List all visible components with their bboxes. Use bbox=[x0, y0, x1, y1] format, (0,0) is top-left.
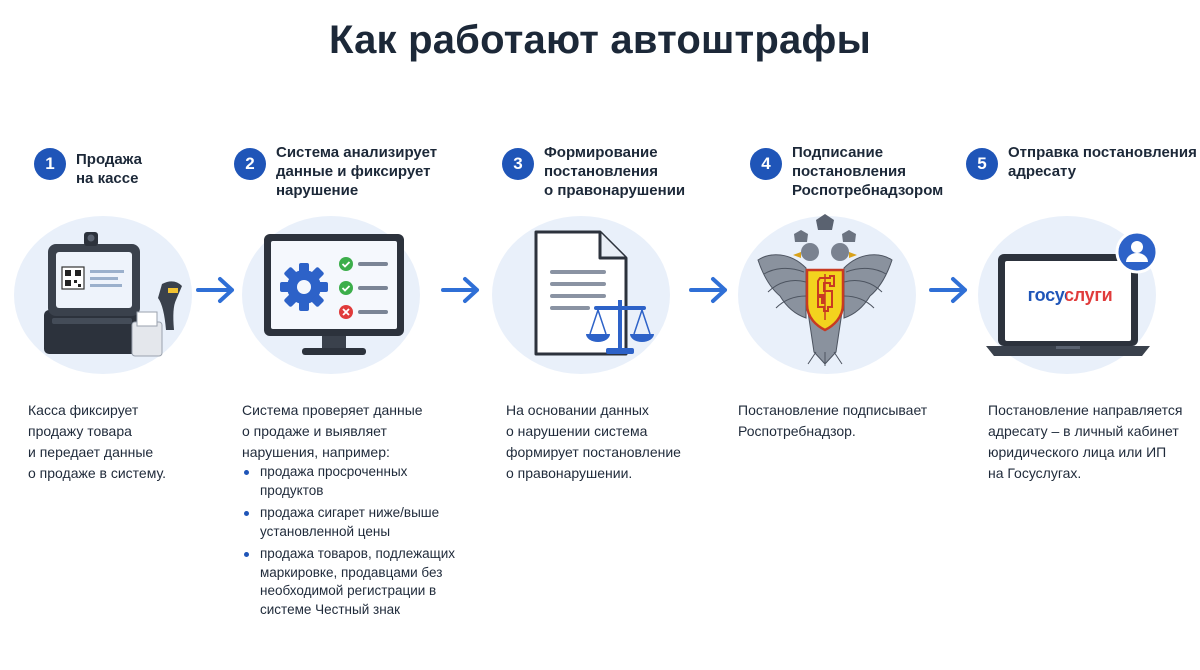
step-3: 3 Формирование постановления о правонару… bbox=[492, 0, 732, 670]
arrow-right-icon bbox=[929, 277, 967, 303]
step-description: Касса фиксирует продажу товара и передае… bbox=[28, 402, 166, 481]
cash-register-icon bbox=[44, 232, 182, 357]
step-description: Постановление направляется адресату – в … bbox=[988, 402, 1183, 481]
page-title: Как работают автоштрафы bbox=[329, 18, 871, 62]
step-description: На основании данных о нарушении система … bbox=[506, 402, 681, 481]
list-item: продажа сигарет ниже/выше установленной … bbox=[242, 504, 455, 541]
violation-examples-list: продажа просроченных продуктов продажа с… bbox=[242, 463, 455, 623]
step-title: Продажа на кассе bbox=[76, 151, 142, 187]
rospotrebnadzor-emblem-icon bbox=[757, 214, 893, 366]
step-1: 1 Продажа на кассе Касса фиксирует прода… bbox=[14, 0, 264, 670]
monitor-gear-checklist-icon bbox=[264, 234, 404, 355]
list-item: продажа просроченных продуктов bbox=[242, 463, 455, 500]
step-number-badge: 3 bbox=[502, 148, 534, 180]
laptop-gosuslugi-icon bbox=[986, 230, 1159, 356]
step-title: Подписание постановления Роспотребнадзор… bbox=[792, 144, 944, 199]
step-number-badge: 1 bbox=[34, 148, 66, 180]
document-scales-icon bbox=[534, 230, 654, 356]
gosuslugi-logo-text: госуслуги bbox=[1027, 285, 1113, 305]
step-5: 5 Отправка постановления адресату госусл… bbox=[966, 0, 1197, 670]
step-description: Система проверяет данные о продаже и выя… bbox=[242, 402, 423, 460]
list-item: продажа товаров, подлежащих маркировке, … bbox=[242, 545, 455, 619]
step-number-badge: 5 bbox=[966, 148, 998, 180]
arrow-right-icon bbox=[689, 277, 727, 303]
arrow-right-icon bbox=[196, 277, 234, 303]
arrow-right-icon bbox=[441, 277, 479, 303]
step-4: 4 Подписание постановления Роспотребнадз… bbox=[738, 0, 980, 670]
step-title: Система анализирует данные и фиксирует н… bbox=[276, 144, 438, 199]
step-title: Отправка постановления адресату bbox=[1008, 144, 1197, 180]
gosuslugi-logo: госуслуги bbox=[1018, 285, 1122, 306]
step-number-badge: 2 bbox=[234, 148, 266, 180]
step-number-badge: 4 bbox=[750, 148, 782, 180]
step-2: 2 Система анализирует данные и фиксирует… bbox=[234, 0, 464, 670]
step-description: Постановление подписывает Роспотребнадзо… bbox=[738, 402, 928, 439]
step-title: Формирование постановления о правонаруше… bbox=[544, 144, 686, 199]
